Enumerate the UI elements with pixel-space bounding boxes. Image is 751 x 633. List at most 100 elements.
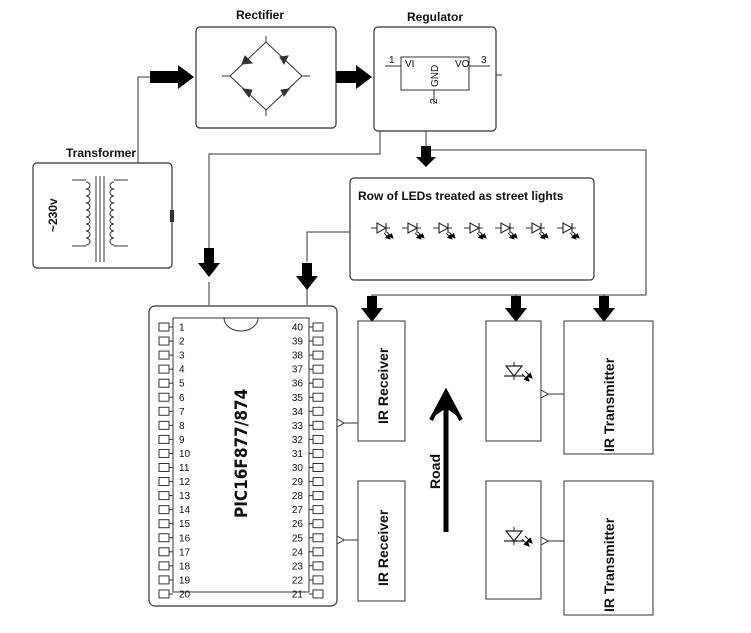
street-light-led-icon — [557, 222, 580, 240]
chip-pin-left — [158, 392, 170, 402]
ir-transmitter-1: IR Transmitter — [563, 320, 654, 455]
arrow-to-chip-1-icon — [198, 248, 220, 277]
chip-pin-number: 25 — [292, 533, 304, 544]
chip-pin-left — [158, 406, 170, 416]
ir-receiver-2: IR Receiver — [357, 480, 406, 602]
chip-pin-number: 33 — [292, 421, 304, 432]
chip-label: PIC16F877/874 — [232, 389, 252, 518]
chip-pin-number: 17 — [179, 547, 191, 558]
regulator-pin-3: 3 — [481, 55, 487, 66]
regulator-pin-gnd: GND — [430, 65, 441, 87]
ir-receiver-1: IR Receiver — [357, 320, 406, 442]
chip-pin-number: 29 — [292, 477, 304, 488]
ir-led-1-icon — [504, 362, 533, 382]
chip-pin-right — [312, 448, 324, 458]
ir-led-2-icon — [504, 527, 533, 547]
chip-pin-left — [158, 364, 170, 374]
street-light-led-icon — [464, 222, 487, 240]
chip-pin-right — [312, 378, 324, 388]
ir-transmitter-1-label: IR Transmitter — [601, 357, 617, 452]
chip-pin-number: 35 — [292, 393, 304, 404]
rectifier-label: Rectifier — [236, 8, 284, 22]
street-light-led-icon — [433, 222, 456, 240]
transformer-coil-icon — [72, 176, 128, 262]
chip-pin-number: 36 — [292, 379, 304, 390]
chip-pin-number: 7 — [179, 407, 185, 418]
chip-pin-left — [158, 477, 170, 487]
chip-pin-right — [312, 491, 324, 501]
chip-pin-right — [312, 406, 324, 416]
street-light-led-icon — [495, 222, 518, 240]
regulator-label: Regulator — [407, 10, 463, 24]
chip-pin-number: 28 — [292, 491, 304, 502]
chip-pin-number: 4 — [179, 365, 185, 376]
regulator-block: Regulator VI VO GND 1 3 2 — [373, 10, 502, 132]
road-arrow: Road — [427, 387, 463, 532]
regulator-pin-2: 2 — [429, 98, 440, 104]
chip-pin-left — [158, 350, 170, 360]
chip-pin-right — [312, 336, 324, 346]
street-light-led-icon — [371, 222, 394, 240]
chip-pin-number: 18 — [179, 561, 191, 572]
bridge-rectifier-icon — [222, 36, 310, 116]
chip-pin-right — [312, 589, 324, 599]
chip-pin-number: 9 — [179, 435, 185, 446]
chip-pin-left — [158, 448, 170, 458]
arrow-to-transmitter-icon — [593, 296, 615, 322]
chip-pin-number: 40 — [292, 323, 304, 334]
chip-pin-left — [158, 575, 170, 585]
ir-transmitter-2-label: IR Transmitter — [601, 517, 617, 612]
chip-pin-number: 3 — [179, 351, 185, 362]
chip-pin-right — [312, 561, 324, 571]
chip-pin-number: 23 — [292, 561, 304, 572]
chip-body — [172, 317, 310, 593]
ir-receiver-2-label: IR Receiver — [375, 509, 391, 586]
road-label: Road — [427, 454, 443, 489]
chip-pin-number: 27 — [292, 505, 304, 516]
street-light-led-icon — [402, 222, 425, 240]
street-lights-title: Row of LEDs treated as street lights — [358, 189, 564, 203]
chip-pin-number: 32 — [292, 435, 304, 446]
chip-pin-number: 8 — [179, 421, 185, 432]
chip-pin-number: 13 — [179, 491, 191, 502]
chip-pin-right — [312, 519, 324, 529]
chip-pin-left — [158, 420, 170, 430]
street-light-led-icon — [526, 222, 549, 240]
chip-pin-number: 21 — [292, 589, 304, 600]
chip-pin-number: 1 — [179, 323, 185, 334]
chip-pin-right — [312, 477, 324, 487]
arrow-to-regulator-icon — [336, 65, 372, 89]
chip-pin-number: 2 — [179, 337, 185, 348]
transformer-block: Transformer ~230v — [32, 146, 174, 269]
chip-pin-right — [312, 420, 324, 430]
street-lights-block: Row of LEDs treated as street lights — [349, 177, 595, 281]
chip-pin-left — [158, 505, 170, 515]
chip-pin-number: 39 — [292, 337, 304, 348]
chip-pin-left — [158, 533, 170, 543]
chip-notch-icon — [223, 317, 259, 332]
chip-pin-number: 22 — [292, 575, 304, 586]
chip-pin-left — [158, 322, 170, 332]
ir-led-box-1 — [485, 320, 542, 442]
transformer-label: Transformer — [66, 146, 136, 160]
chip-pin-left — [158, 336, 170, 346]
chip-pin-right — [312, 364, 324, 374]
ir-receiver-1-label: IR Receiver — [375, 347, 391, 424]
ir-led-box-2 — [485, 480, 542, 600]
chip-pin-right — [312, 350, 324, 360]
chip-pin-number: 15 — [179, 519, 191, 530]
chip-pin-number: 37 — [292, 365, 304, 376]
chip-pin-right — [312, 505, 324, 515]
chip-pin-number: 38 — [292, 351, 304, 362]
chip-pin-number: 11 — [179, 463, 190, 474]
arrow-to-leds-icon — [416, 146, 436, 167]
chip-pin-number: 31 — [292, 449, 304, 460]
chip-pin-number: 19 — [179, 575, 191, 586]
regulator-ic-icon — [400, 56, 470, 91]
chip-pin-left — [158, 519, 170, 529]
chip-pin-right — [312, 533, 324, 543]
